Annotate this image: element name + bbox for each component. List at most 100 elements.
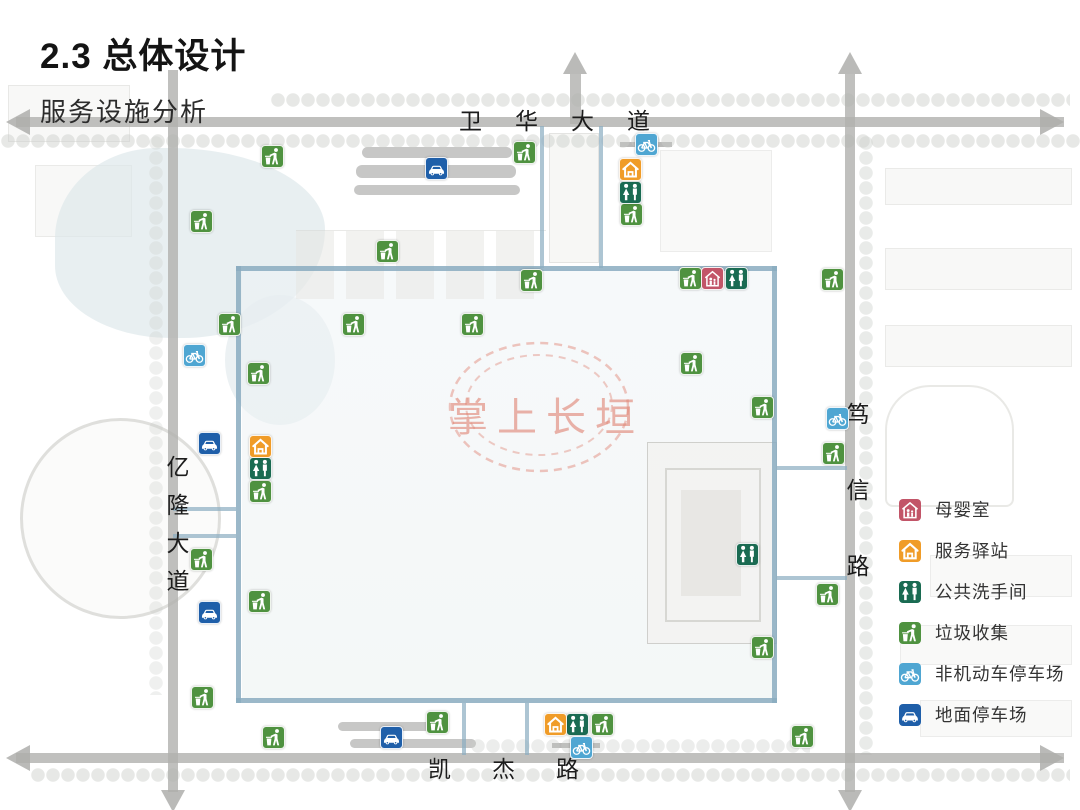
legend-label: 垃圾收集	[935, 623, 1009, 643]
car-parking-icon	[899, 703, 921, 726]
map-marker-restroom	[735, 542, 759, 566]
road-arrow-west	[6, 745, 30, 771]
legend-row-restroom: 公共洗手间	[899, 579, 1065, 604]
map-marker-trash	[460, 312, 484, 336]
park-boundary-top	[236, 266, 777, 271]
road-label-kaijie: 凯杰路	[428, 756, 620, 782]
mother-baby-icon	[899, 498, 921, 521]
road-yilong-avenue	[168, 70, 178, 792]
map-marker-trash	[189, 209, 213, 233]
road-arrow-east	[1040, 745, 1064, 771]
parking-bar	[354, 185, 520, 195]
map-marker-mother-baby	[700, 266, 724, 290]
map-marker-trash	[425, 710, 449, 734]
legend-row-trash: 垃圾收集	[899, 620, 1065, 645]
tree-row	[470, 738, 810, 754]
road-duxin-road	[845, 74, 855, 792]
legend-label: 地面停车场	[935, 705, 1028, 725]
map-marker-trash	[217, 312, 241, 336]
colonnade-buildings	[296, 230, 546, 299]
residential-block	[920, 700, 1072, 737]
map-marker-service-station	[543, 712, 567, 736]
map-marker-service-station	[618, 157, 642, 181]
map-marker-trash	[519, 268, 543, 292]
map-marker-trash	[750, 635, 774, 659]
map-marker-trash	[790, 724, 814, 748]
legend-row-mother-baby: 母婴室	[899, 497, 1065, 522]
road-arrow-north	[838, 52, 862, 74]
road-label-duxin: 笃信路	[843, 402, 869, 630]
map-marker-trash	[678, 266, 702, 290]
map-marker-bike-parking	[569, 735, 593, 759]
parking-bar	[362, 147, 512, 158]
tree-row	[858, 135, 874, 755]
track-field	[885, 385, 1014, 507]
map-marker-trash	[260, 144, 284, 168]
map-marker-restroom	[565, 712, 589, 736]
map-marker-trash	[246, 361, 270, 385]
trash-icon	[899, 621, 921, 644]
legend: 母婴室 服务驿站 公共洗手间 垃圾收集 非机动车停车场 地面停车场	[899, 497, 1065, 727]
map-marker-car-parking	[424, 156, 448, 180]
map-marker-trash	[248, 479, 272, 503]
road-north-stub	[570, 74, 581, 124]
park-boundary-bottom	[236, 698, 777, 703]
park-boundary-left	[236, 266, 241, 703]
park-boundary-right	[772, 266, 777, 703]
map-marker-trash	[679, 351, 703, 375]
entry-path	[777, 576, 847, 580]
entry-path	[462, 703, 466, 755]
tree-row	[270, 92, 1070, 108]
legend-row-bike-parking: 非机动车停车场	[899, 661, 1065, 686]
page-subtitle: 服务设施分析	[40, 97, 209, 127]
map-marker-trash	[590, 712, 614, 736]
entry-path	[173, 507, 236, 511]
legend-row-service-station: 服务驿站	[899, 538, 1065, 563]
residential-block	[885, 325, 1072, 367]
map-marker-trash	[619, 202, 643, 226]
map-marker-trash	[512, 140, 536, 164]
map-marker-bike-parking	[182, 343, 206, 367]
parking-bar	[350, 739, 476, 748]
road-arrow-west	[6, 109, 30, 135]
legend-label: 公共洗手间	[935, 582, 1028, 602]
entry-path	[599, 126, 603, 268]
map-marker-trash	[815, 582, 839, 606]
page-title: 2.3 总体设计	[40, 37, 247, 76]
legend-label: 服务驿站	[935, 541, 1009, 561]
entry-path	[540, 126, 544, 268]
road-arrow-south	[838, 790, 862, 810]
road-label-weihua: 卫华大道	[459, 108, 683, 134]
residential-block	[930, 555, 1072, 597]
stadium-building-core	[681, 490, 741, 596]
map-marker-trash	[820, 267, 844, 291]
entry-path	[173, 534, 236, 538]
road-label-yilong: 亿隆大道	[163, 455, 189, 607]
map-marker-bike-parking	[825, 406, 849, 430]
watermark-rings	[448, 341, 630, 473]
map-marker-restroom	[618, 180, 642, 204]
road-kaijie-road	[16, 753, 1064, 763]
map-marker-restroom	[724, 266, 748, 290]
watermark-text: 掌上长垣	[448, 396, 644, 440]
road-arrow-south	[161, 790, 185, 810]
residential-block	[900, 625, 1072, 665]
map-marker-trash	[190, 685, 214, 709]
map-marker-bike-parking	[634, 132, 658, 156]
road-weihua-avenue	[16, 117, 1064, 127]
entrance-building	[549, 133, 599, 263]
road-arrow-north	[563, 52, 587, 74]
road-arrow-east	[1040, 109, 1064, 135]
legend-label: 母婴室	[935, 500, 991, 520]
map-marker-car-parking	[197, 600, 221, 624]
map-marker-car-parking	[379, 725, 403, 749]
residential-block	[885, 248, 1072, 290]
service-station-icon	[899, 539, 921, 562]
map-marker-trash	[261, 725, 285, 749]
restroom-icon	[899, 580, 921, 603]
legend-row-car-parking: 地面停车场	[899, 702, 1065, 727]
map-marker-trash	[750, 395, 774, 419]
plaza-circle	[20, 418, 221, 619]
map-marker-trash	[375, 239, 399, 263]
